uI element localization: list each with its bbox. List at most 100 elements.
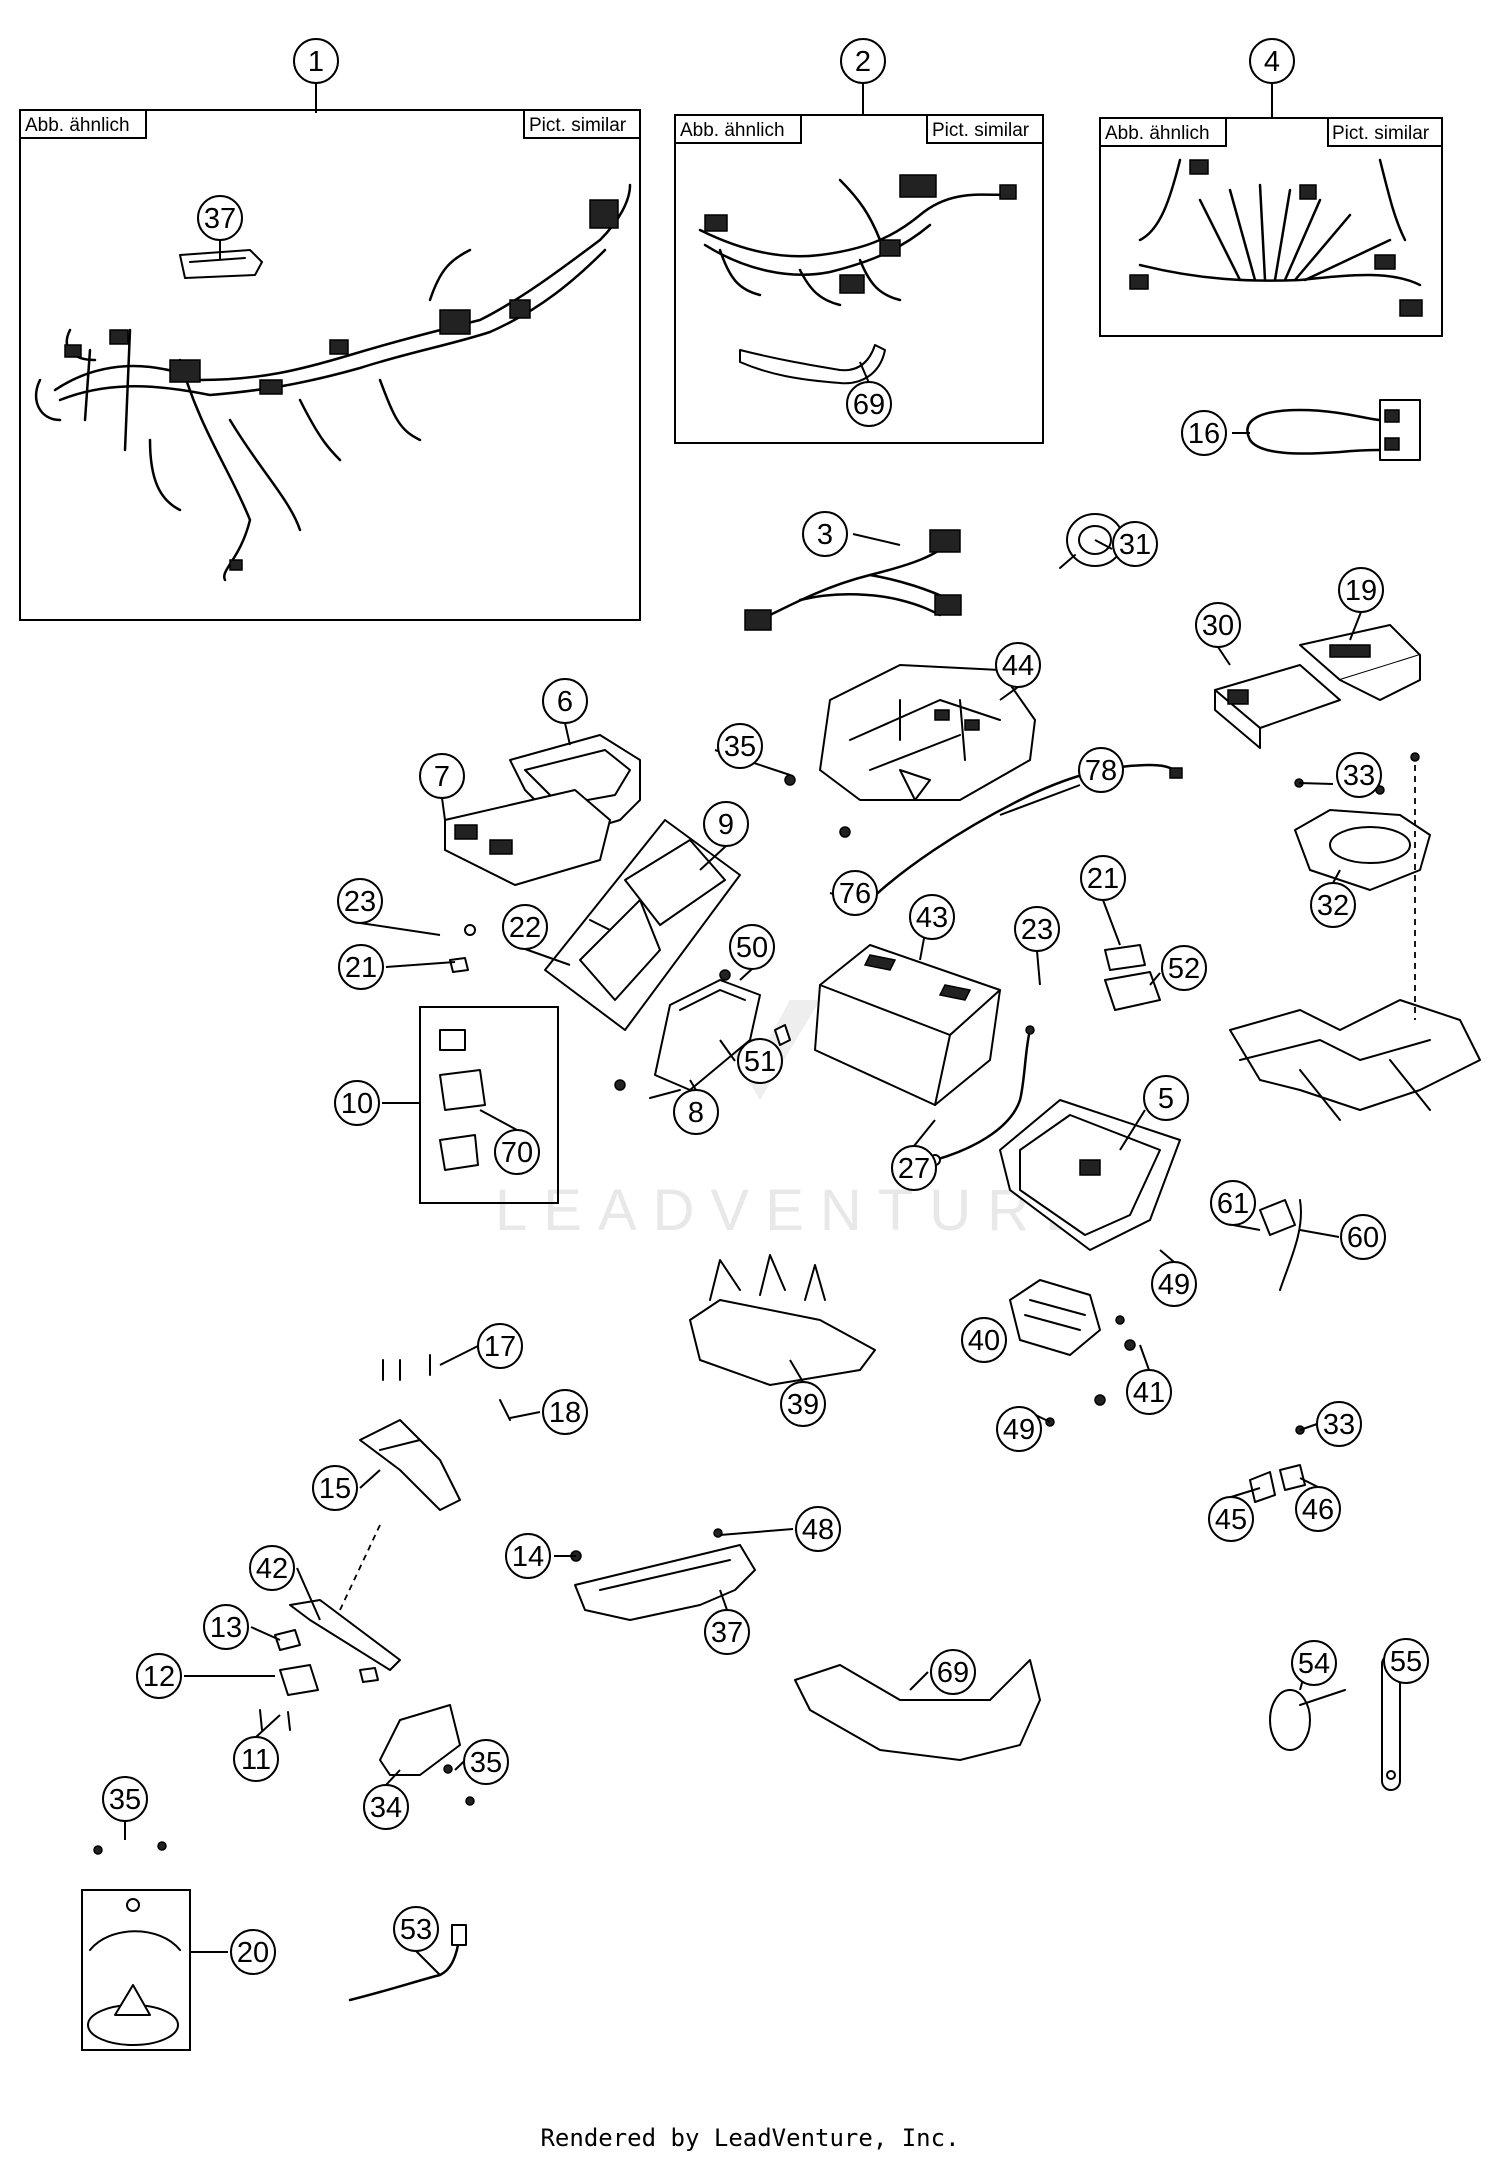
callout-circle — [338, 944, 384, 990]
part-39-holder — [689, 1254, 876, 1386]
callout-circle — [1210, 1180, 1256, 1226]
callout-circle — [703, 801, 749, 847]
callout-37: 37 — [704, 1609, 750, 1655]
part-10-relay-box — [419, 1006, 559, 1204]
callout-circle — [1295, 1486, 1341, 1532]
leader-line — [1332, 869, 1341, 884]
leader-line — [1159, 1249, 1175, 1263]
leader-line — [359, 1469, 381, 1489]
leader-line — [1299, 1423, 1318, 1431]
callout-circle — [419, 753, 465, 799]
callout-circle — [312, 1465, 358, 1511]
part-14-37-48-cover — [570, 1528, 756, 1621]
leader-line — [1349, 611, 1362, 641]
callout-52: 52 — [1161, 945, 1207, 991]
part-9-22-holder — [544, 819, 741, 1031]
callout-circle — [363, 1784, 409, 1830]
leader-line — [385, 961, 456, 968]
part-16-cable — [1246, 399, 1421, 461]
main-wiring-harness-drawing — [34, 183, 632, 582]
callout-61: 61 — [1210, 1180, 1256, 1226]
leadventure-watermark: LEADVENTURE — [495, 1000, 1100, 1243]
pict-similar-label: Pict. similar — [1332, 123, 1430, 144]
leader-line — [255, 1714, 281, 1738]
leader-line — [359, 922, 441, 936]
callout-35: 35 — [463, 1739, 509, 1785]
leader-line — [1102, 899, 1121, 946]
part-19-cover — [1299, 624, 1421, 701]
callout-17: 17 — [477, 1323, 523, 1369]
watermark-text: LEADVENTURE — [495, 1178, 1100, 1243]
leader-line — [1217, 646, 1231, 666]
callout-14: 14 — [505, 1533, 551, 1579]
leader-line — [415, 1950, 441, 1976]
callout-number: 49 — [1003, 1414, 1035, 1446]
callout-circle — [1291, 1640, 1337, 1686]
callout-circle — [1078, 747, 1124, 793]
callout-circle — [729, 924, 775, 970]
leader-line — [999, 686, 1019, 701]
callout-number: 60 — [1347, 1222, 1379, 1254]
callout-number: 70 — [501, 1137, 533, 1169]
callout-circle — [463, 1739, 509, 1785]
wiring-harness-4-drawing — [1129, 158, 1423, 317]
callout-76: 76 — [832, 870, 878, 916]
callout-2: 2 — [840, 38, 886, 84]
leader-line — [852, 533, 901, 546]
callout-circle — [1316, 1401, 1362, 1447]
footer-credit: Rendered by LeadVenture, Inc. — [540, 2124, 959, 2152]
callout-number: 9 — [718, 809, 734, 841]
callout-44: 44 — [995, 642, 1041, 688]
callout-circle — [494, 1129, 540, 1175]
callout-circle — [1151, 1261, 1197, 1307]
leader-line — [479, 1109, 518, 1131]
callout-circle — [802, 511, 848, 557]
callout-number: 30 — [1202, 610, 1234, 642]
callout-18: 18 — [542, 1389, 588, 1435]
callout-number: 10 — [341, 1088, 373, 1120]
callout-circle — [249, 1545, 295, 1591]
callout-circle — [891, 1145, 937, 1191]
callout-number: 41 — [1133, 1377, 1165, 1409]
leader-line — [1036, 950, 1041, 986]
callout-number: 52 — [1168, 953, 1200, 985]
callout-number: 15 — [319, 1473, 351, 1505]
callout-7: 7 — [419, 753, 465, 799]
callout-43: 43 — [909, 894, 955, 940]
callout-51: 51 — [737, 1038, 783, 1084]
callout-number: 8 — [688, 1097, 704, 1129]
callout-number: 19 — [1345, 575, 1377, 607]
part-21-23-small-parts — [449, 924, 476, 973]
part-35-20-horn — [81, 1841, 191, 2051]
callout-number: 23 — [1021, 914, 1053, 946]
callout-number: 11 — [241, 1744, 271, 1776]
callout-circle — [1161, 945, 1207, 991]
callout-number: 78 — [1085, 755, 1117, 787]
part-33-45-46-relay — [1249, 1425, 1306, 1503]
callout-number: 39 — [787, 1389, 819, 1421]
callout-number: 32 — [1317, 890, 1349, 922]
callout-circle — [1112, 521, 1158, 567]
callout-circle — [1195, 602, 1241, 648]
callout-circle — [909, 894, 955, 940]
callout-40: 40 — [961, 1317, 1007, 1363]
leader-line — [859, 361, 870, 384]
callout-circle — [832, 870, 878, 916]
callout-circle — [203, 1604, 249, 1650]
leader-line — [1230, 1487, 1261, 1498]
callout-45: 45 — [1208, 1496, 1254, 1542]
callout-4: 4 — [1249, 38, 1295, 84]
callout-33: 33 — [1316, 1401, 1362, 1447]
callout-46: 46 — [1295, 1486, 1341, 1532]
leader-line — [1094, 539, 1113, 550]
callout-number: 45 — [1215, 1504, 1247, 1536]
leader-line — [719, 1589, 728, 1611]
leader-line — [1119, 1109, 1146, 1151]
callout-50: 50 — [729, 924, 775, 970]
callout-number: 22 — [509, 912, 541, 944]
callout-number: 3 — [817, 519, 833, 551]
callout-circle — [230, 1929, 276, 1975]
callout-number: 31 — [1119, 529, 1151, 561]
callout-number: 50 — [736, 932, 768, 964]
callout-circle — [542, 678, 588, 724]
